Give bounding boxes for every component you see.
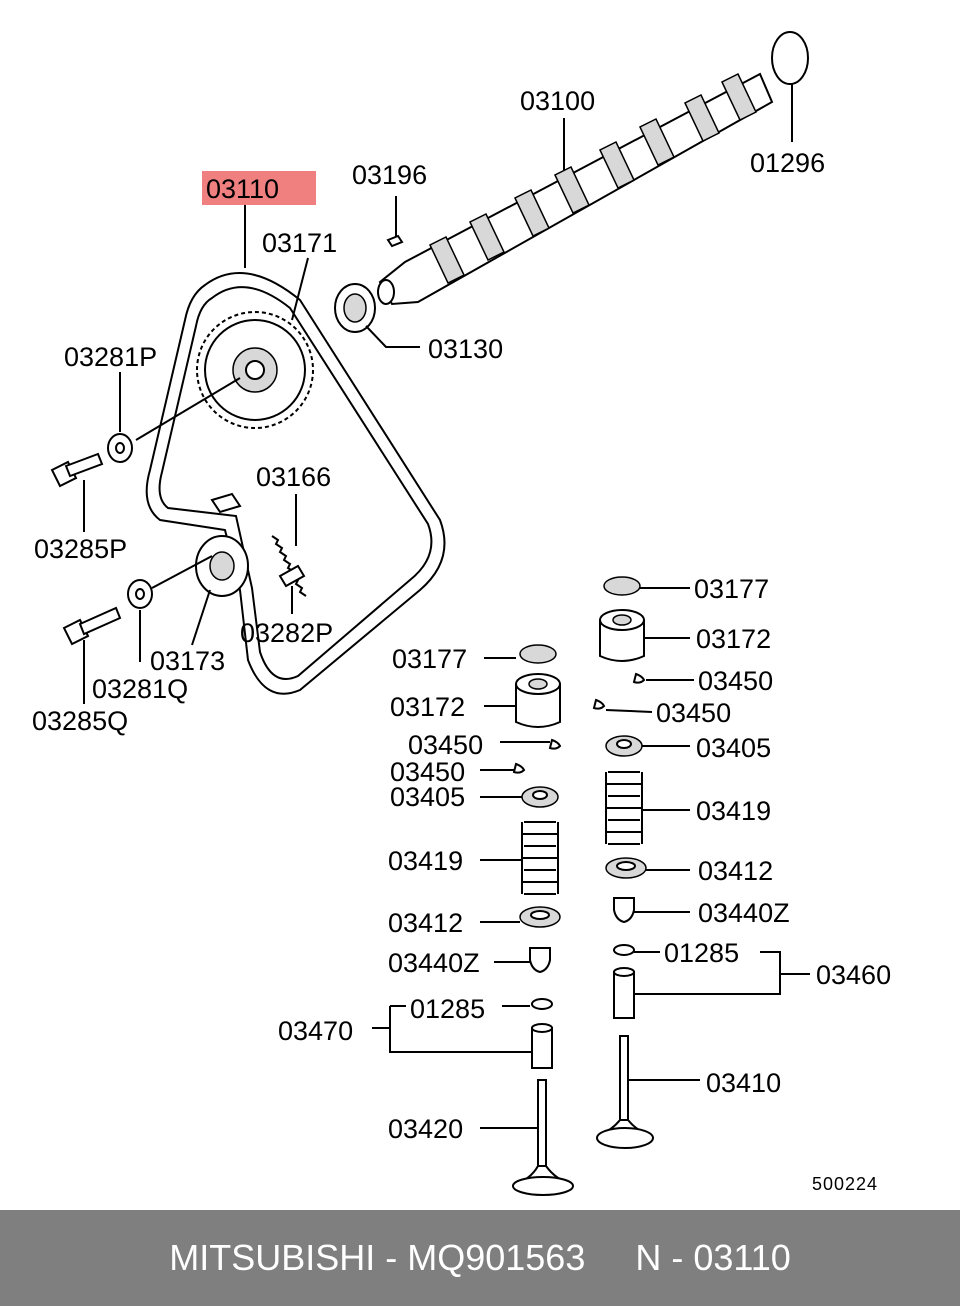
label-03172-left: 03172 — [390, 692, 465, 722]
label-03419-left: 03419 — [388, 846, 463, 876]
label-01285-right: 01285 — [664, 938, 739, 968]
label-03470: 03470 — [278, 1016, 353, 1046]
washer-03281q — [127, 555, 213, 662]
label-03196: 03196 — [352, 160, 427, 190]
timing-belt — [145, 171, 446, 695]
label-03110: 03110 — [206, 174, 279, 204]
label-03177-left: 03177 — [392, 644, 467, 674]
bolt-03285q — [62, 606, 122, 704]
stud-bolt-03282p — [278, 564, 306, 614]
label-03440z-right: 03440Z — [698, 898, 790, 928]
label-03171: 03171 — [262, 228, 337, 258]
highlight-box — [202, 171, 316, 205]
label-03173: 03173 — [150, 646, 225, 676]
camshaft-sprocket — [196, 257, 314, 429]
camshaft — [377, 72, 774, 306]
bolt-03285p — [50, 452, 104, 532]
woodruff-key — [386, 196, 404, 248]
label-01285-left: 01285 — [410, 994, 485, 1024]
parts-diagram: 03100 01296 03196 03110 03171 03130 0328… — [32, 31, 891, 1196]
label-03281q: 03281Q — [92, 674, 188, 704]
label-03450-left-1: 03450 — [408, 730, 483, 760]
label-03419-right: 03419 — [696, 796, 771, 826]
label-03450-left-2: 03450 — [390, 757, 465, 787]
valve-stack-left — [372, 644, 574, 1196]
callout-labels: 03100 01296 03196 03110 03171 03130 0328… — [32, 86, 891, 1194]
valve-stack-right — [592, 576, 810, 1149]
label-03177-right: 03177 — [694, 574, 769, 604]
washer-03281p — [107, 372, 241, 463]
label-03282p: 03282P — [240, 618, 333, 648]
label-03460: 03460 — [816, 960, 891, 990]
label-03450-right-2: 03450 — [656, 698, 731, 728]
part-info-footer: MITSUBISHI - MQ901563 N - 03110 — [0, 1210, 960, 1306]
label-03166: 03166 — [256, 462, 331, 492]
label-01296: 01296 — [750, 148, 825, 178]
label-03440z-left: 03440Z — [388, 948, 480, 978]
label-03420: 03420 — [388, 1114, 463, 1144]
part-number-caption: MITSUBISHI - MQ901563 N - 03110 — [169, 1237, 791, 1278]
camshaft-plug — [771, 31, 809, 142]
label-03412-right: 03412 — [698, 856, 773, 886]
tensioner-pulley — [191, 492, 249, 646]
label-03285q: 03285Q — [32, 706, 128, 736]
drawing-number: 500224 — [812, 1174, 878, 1194]
label-03410: 03410 — [706, 1068, 781, 1098]
label-03100: 03100 — [520, 86, 595, 116]
label-03412-left: 03412 — [388, 908, 463, 938]
label-03450-right-1: 03450 — [698, 666, 773, 696]
oil-seal — [334, 283, 420, 348]
label-03405-right: 03405 — [696, 733, 771, 763]
label-03130: 03130 — [428, 334, 503, 364]
label-03405-left: 03405 — [390, 782, 465, 812]
tensioner-spring — [271, 494, 307, 597]
label-03172-right: 03172 — [696, 624, 771, 654]
label-03281p: 03281P — [64, 342, 157, 372]
label-03285p: 03285P — [34, 534, 127, 564]
